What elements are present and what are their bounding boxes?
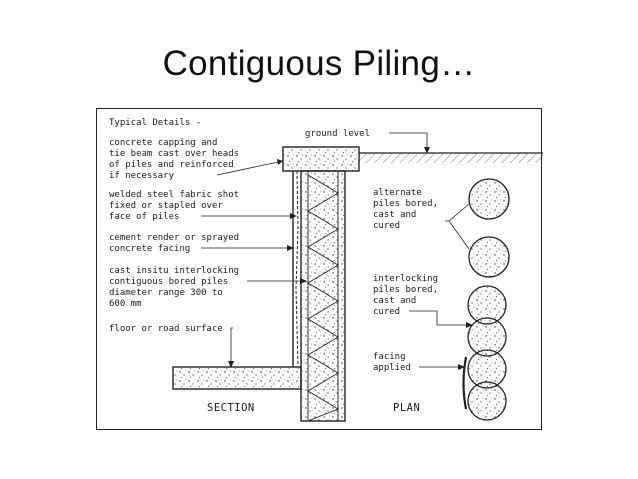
label-ground-level: ground level [305, 129, 370, 139]
svg-text:interlocking: interlocking [373, 274, 438, 284]
label-interlocking: interlocking piles bored, cast and cured [373, 274, 438, 317]
floor-slab [172, 366, 302, 390]
svg-text:if necessary: if necessary [109, 171, 175, 181]
label-render: cement render or sprayed concrete facing [109, 233, 239, 254]
plan-alternate-pile-1 [468, 178, 510, 220]
label-floor: floor or road surface [109, 324, 223, 334]
svg-text:piles bored,: piles bored, [373, 199, 438, 209]
svg-text:600 mm: 600 mm [109, 299, 142, 309]
label-bored-piles: cast insitu interlocking contiguous bore… [109, 266, 239, 309]
caption-section: SECTION [207, 402, 255, 414]
figure-heading: Typical Details - [109, 118, 201, 128]
label-steel-fabric: welded steel fabric shot fixed or staple… [109, 190, 239, 222]
piling-figure: Typical Details - concrete capping and t… [96, 108, 543, 430]
plan-alternate-pile-2 [468, 236, 510, 278]
svg-text:of piles and reinforced: of piles and reinforced [109, 160, 234, 170]
svg-text:cement render or sprayed: cement render or sprayed [109, 233, 239, 243]
svg-text:applied: applied [373, 363, 411, 373]
piling-diagram: Typical Details - concrete capping and t… [109, 118, 543, 422]
svg-text:fixed or stapled over: fixed or stapled over [109, 201, 223, 211]
caption-plan: PLAN [393, 402, 420, 414]
helical-links [307, 174, 340, 422]
ground-hatch [359, 153, 543, 163]
svg-text:facing: facing [373, 352, 406, 362]
svg-text:cured: cured [373, 307, 400, 317]
capping-beam [282, 146, 360, 172]
svg-text:piles bored,: piles bored, [373, 285, 438, 295]
svg-text:concrete capping and: concrete capping and [109, 138, 217, 148]
svg-text:cast insitu interlocking: cast insitu interlocking [109, 266, 239, 276]
svg-text:diameter range 300 to: diameter range 300 to [109, 288, 223, 298]
label-facing-applied: facing applied [373, 352, 411, 373]
svg-text:tie beam cast over heads: tie beam cast over heads [109, 149, 239, 159]
svg-text:floor or road surface: floor or road surface [109, 324, 223, 334]
svg-text:alternate: alternate [373, 188, 422, 198]
plan-interlock-pile-4 [467, 381, 507, 421]
svg-text:face of piles: face of piles [109, 212, 179, 222]
plan-facing [462, 356, 468, 410]
label-capping: concrete capping and tie beam cast over … [109, 138, 239, 181]
svg-text:cast and: cast and [373, 296, 416, 306]
svg-text:concrete facing: concrete facing [109, 244, 190, 254]
svg-text:welded steel fabric shot: welded steel fabric shot [109, 190, 239, 200]
svg-text:cast and: cast and [373, 210, 416, 220]
label-alternate: alternate piles bored, cast and cured [373, 188, 438, 231]
svg-text:cured: cured [373, 221, 400, 231]
slide-title: Contiguous Piling… [162, 44, 476, 83]
steel-fabric-line [295, 170, 299, 368]
svg-text:contiguous bored piles: contiguous bored piles [109, 277, 228, 287]
